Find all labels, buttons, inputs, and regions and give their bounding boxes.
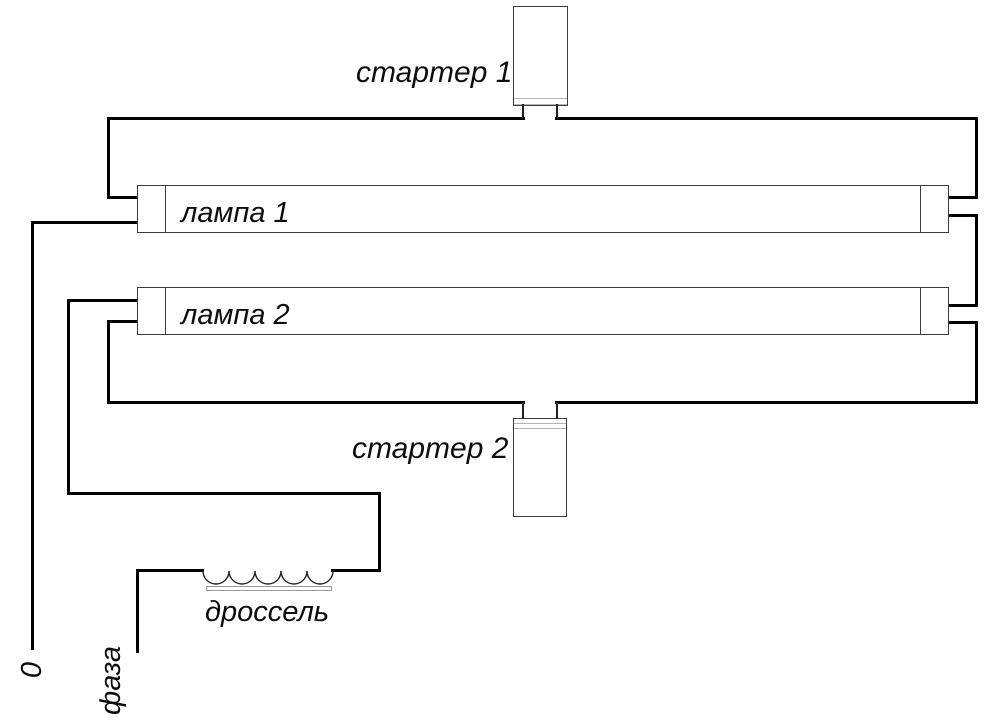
lamp2-label: лампа 2 xyxy=(181,299,290,331)
wire-right-top-drop xyxy=(975,117,978,199)
wire-choke-lead-right xyxy=(331,569,381,572)
wire-choke-link xyxy=(67,492,381,495)
lamp1-right-electrode-divider xyxy=(920,186,921,232)
wire-bottom-rail-right xyxy=(555,401,978,404)
wire-top-rail-right xyxy=(555,117,978,120)
starter2-left-lead xyxy=(522,402,524,419)
wire-lamp1-left-bottom-pin xyxy=(32,221,139,224)
lamp2-left-electrode-divider xyxy=(165,288,166,334)
wire-lamp2-left-bottom-drop xyxy=(107,320,110,404)
wire-lamp1-right-bottom-pin xyxy=(947,214,978,217)
starter2-label: стартер 2 xyxy=(352,432,509,465)
choke-label: дроссель xyxy=(205,596,330,628)
wire-right-series-link xyxy=(975,214,978,307)
starter2-right-lead xyxy=(556,402,558,419)
wire-lamp2-left-bottom-pin xyxy=(107,320,139,323)
wire-neutral-drop xyxy=(31,221,34,650)
starter2-base-band xyxy=(514,423,566,429)
wire-choke-riser xyxy=(378,492,381,572)
lamp2-body xyxy=(137,287,949,335)
wire-lamp2-left-top-pin xyxy=(67,299,139,302)
lamp1-body xyxy=(137,185,949,233)
lamp1-left-electrode-divider xyxy=(165,186,166,232)
wire-lamp1-right-top-pin xyxy=(947,196,978,199)
phase-label: фаза xyxy=(95,645,127,715)
wire-lamp2-right-top-pin xyxy=(947,304,978,307)
lamp1-label: лампа 1 xyxy=(181,197,290,229)
starter2-body xyxy=(513,418,567,517)
wire-bottom-rail-left xyxy=(107,401,525,404)
wire-lamp2-right-bottom-pin xyxy=(947,321,978,324)
starter1-left-lead xyxy=(522,104,524,119)
starter1-right-lead xyxy=(556,104,558,119)
starter1-base-band xyxy=(514,98,567,105)
wire-lamp2-right-bottom-drop xyxy=(975,321,978,404)
wire-lamp2-left-top-drop xyxy=(67,299,70,495)
wire-choke-lead-left xyxy=(136,569,204,572)
choke-core-bar xyxy=(206,586,332,591)
wire-phase-drop xyxy=(136,569,139,653)
wire-left-top-drop xyxy=(107,117,110,199)
starter1-label: стартер 1 xyxy=(356,56,513,89)
choke-coil xyxy=(202,570,334,585)
wire-lamp1-left-top-pin xyxy=(107,196,139,199)
starter1-body xyxy=(513,6,568,106)
wire-top-rail-left xyxy=(107,117,525,120)
neutral-label: 0 xyxy=(16,661,48,679)
lamp2-right-electrode-divider xyxy=(920,288,921,334)
